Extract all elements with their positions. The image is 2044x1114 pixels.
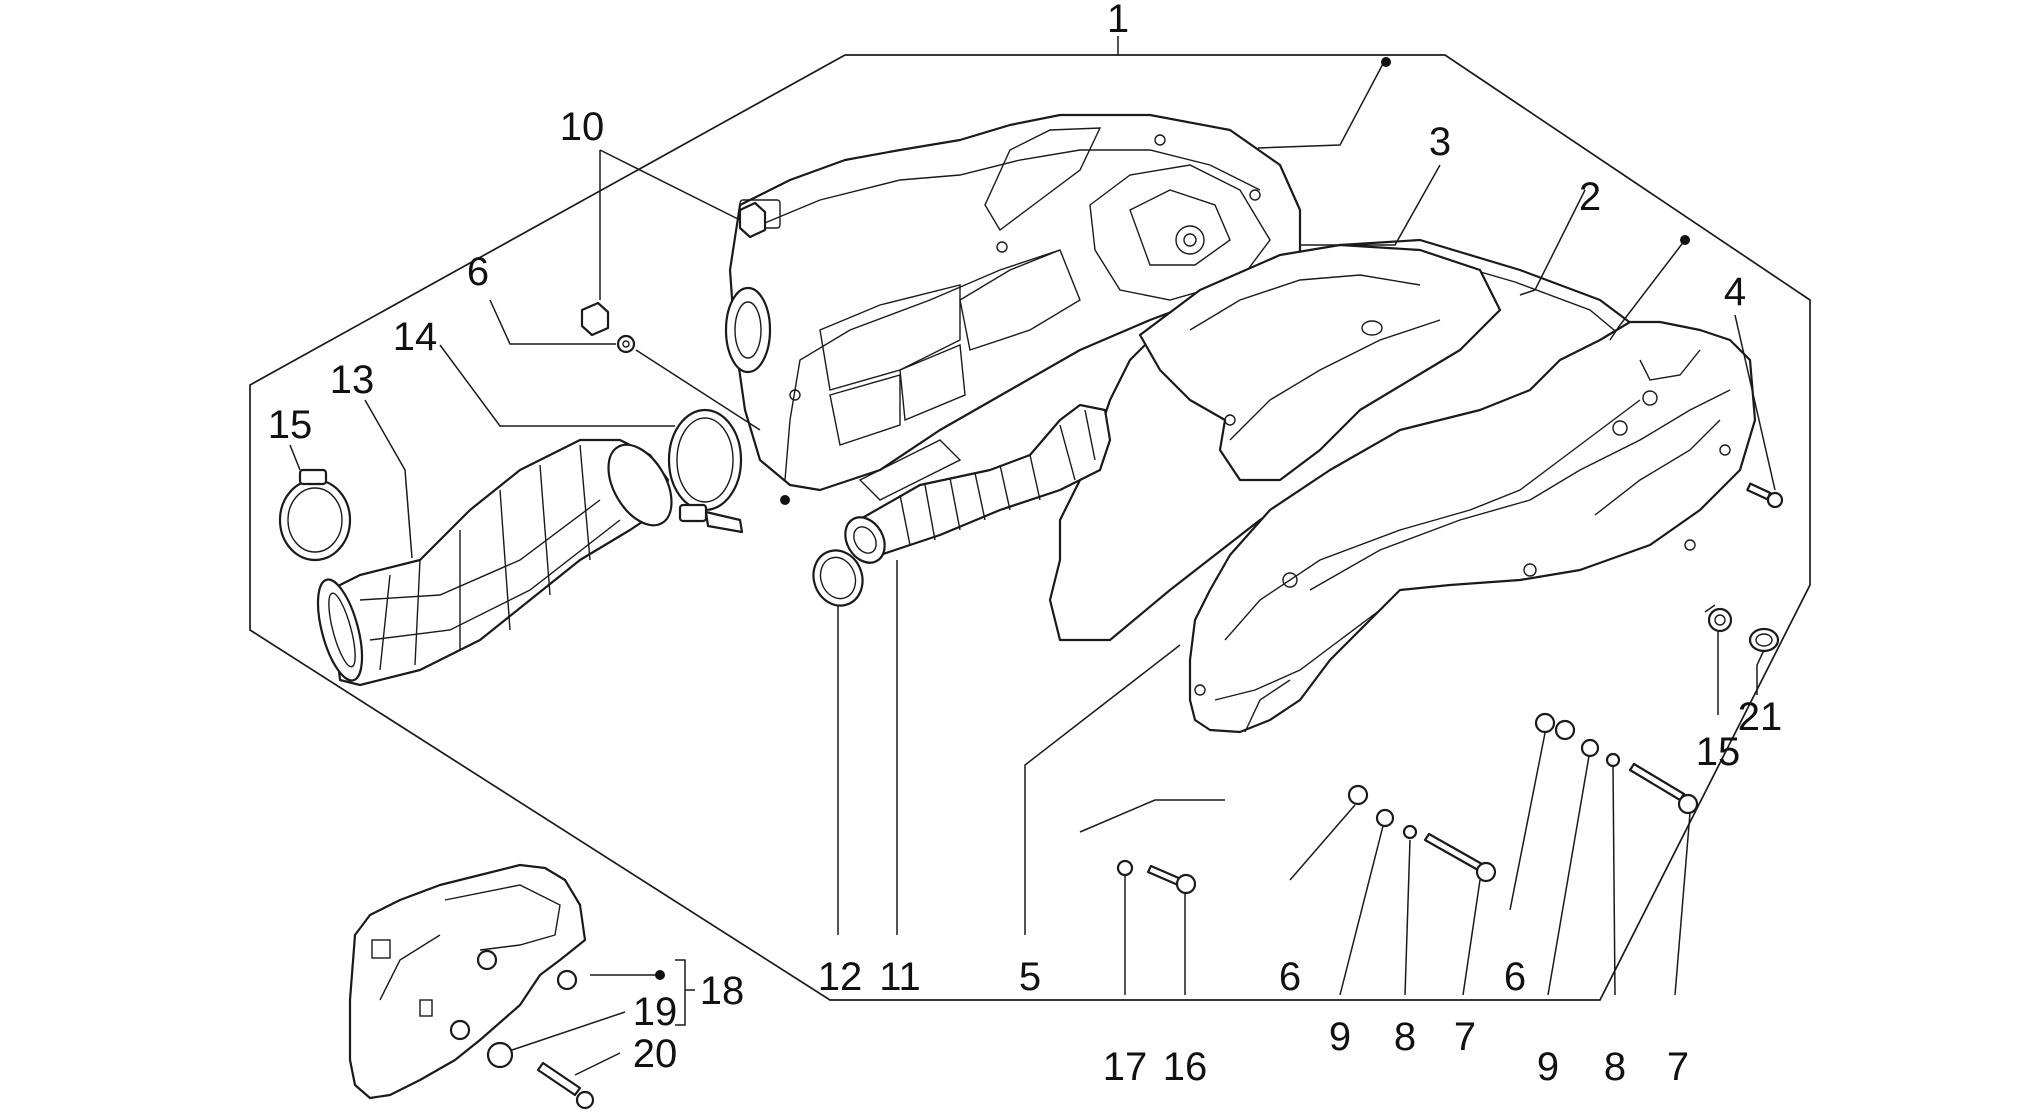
callout-12: 12 [818, 955, 863, 999]
callout-14: 14 [393, 315, 438, 359]
callout-13: 13 [330, 358, 375, 402]
callout-6-right: 6 [1504, 955, 1526, 999]
callout-19: 19 [633, 990, 678, 1034]
callout-8-right: 8 [1604, 1045, 1626, 1089]
callout-3: 3 [1429, 120, 1451, 164]
callout-labels: 1 3 2 4 10 6 14 13 15 12 11 5 6 6 17 16 … [268, 0, 1783, 1089]
callout-1: 1 [1107, 0, 1129, 41]
clamp-15-right [1704, 604, 1733, 633]
clip-nut-10-lower [580, 301, 610, 337]
callout-8-middle: 8 [1394, 1015, 1416, 1059]
washer-19 [486, 1041, 514, 1069]
callout-7-right: 7 [1667, 1045, 1689, 1089]
callout-5: 5 [1019, 955, 1041, 999]
callout-15-left: 15 [268, 403, 313, 447]
callout-9-right: 9 [1537, 1045, 1559, 1089]
screw-20 [536, 1061, 595, 1110]
callout-15-right: 15 [1696, 730, 1741, 774]
air-filter-cover [1188, 320, 1757, 734]
intake-duct [316, 438, 673, 687]
bellows-hose [844, 403, 1112, 564]
washer-6-housing [616, 334, 636, 354]
callout-7-middle: 7 [1454, 1015, 1476, 1059]
cap-21 [1748, 627, 1780, 653]
clamp-15-left [278, 468, 352, 562]
fastener-set-middle [1347, 784, 1497, 883]
screw-16-washer-17 [1116, 859, 1197, 895]
callout-6-upper: 6 [467, 250, 489, 294]
clamp-14 [667, 408, 744, 534]
callout-16: 16 [1163, 1045, 1208, 1089]
clip-nut-10-upper [738, 201, 767, 239]
callout-11: 11 [879, 955, 921, 999]
clamp-12 [812, 549, 864, 607]
air-filter-housing [724, 113, 1302, 505]
callout-2: 2 [1579, 175, 1601, 219]
screw-4 [1746, 482, 1784, 509]
callout-4: 4 [1724, 270, 1746, 314]
leader-lines [289, 57, 1776, 1076]
callout-9-middle: 9 [1329, 1015, 1351, 1059]
callout-20: 20 [633, 1032, 678, 1076]
callout-17: 17 [1103, 1045, 1148, 1089]
bracket-18 [348, 863, 587, 1100]
callout-6-middle: 6 [1279, 955, 1301, 999]
fastener-set-right [1534, 712, 1699, 815]
assembly-group-outline [249, 36, 1811, 1001]
callout-21: 21 [1738, 695, 1783, 739]
filter-element [1138, 243, 1502, 482]
callout-18: 18 [700, 969, 745, 1013]
callout-10: 10 [560, 105, 605, 149]
